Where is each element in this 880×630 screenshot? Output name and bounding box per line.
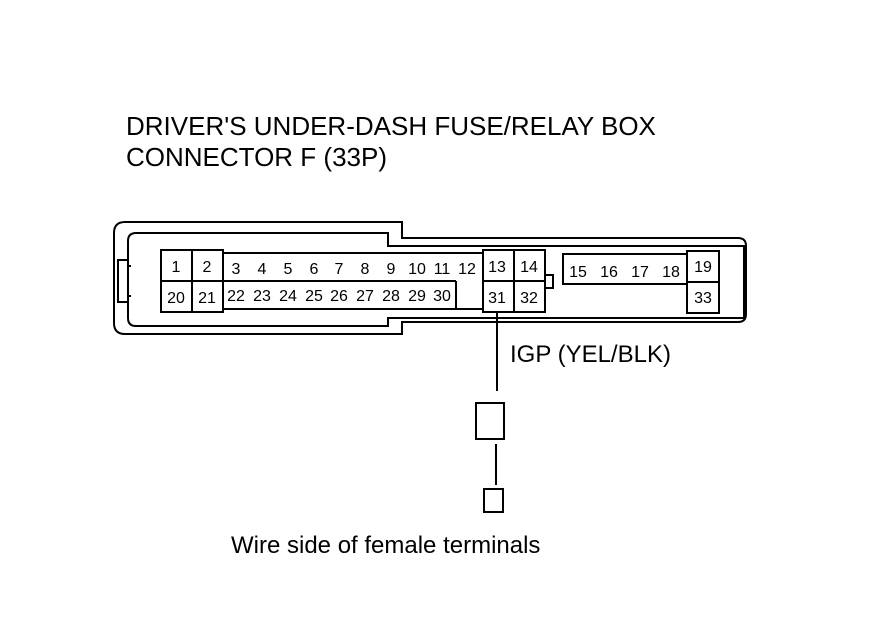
pin-11: 11 <box>434 261 451 278</box>
pin-24: 24 <box>279 288 297 305</box>
pin-19: 19 <box>694 259 712 276</box>
pin-22: 22 <box>227 288 245 305</box>
pin-30: 30 <box>433 288 451 305</box>
pin-13: 13 <box>488 259 506 276</box>
connector-housing <box>113 221 747 335</box>
pin-7: 7 <box>335 261 344 278</box>
probe-connector-lower <box>483 488 504 513</box>
igp-wire <box>475 312 505 513</box>
pin-23: 23 <box>253 288 271 305</box>
connector-latch <box>117 259 131 303</box>
pin-9: 9 <box>387 261 396 278</box>
pin-12: 12 <box>458 261 476 278</box>
title-line-1: DRIVER'S UNDER-DASH FUSE/RELAY BOX <box>126 111 656 141</box>
terminal-cavities <box>160 249 720 314</box>
pin-32: 32 <box>520 290 538 307</box>
pin-28: 28 <box>382 288 400 305</box>
probe-connector-upper <box>475 402 505 440</box>
pin-15: 15 <box>569 264 587 281</box>
pin-5: 5 <box>284 261 293 278</box>
pin-20: 20 <box>167 290 185 307</box>
pin-4: 4 <box>258 261 267 278</box>
pin-31: 31 <box>488 290 506 307</box>
pin-2: 2 <box>203 259 212 276</box>
pin-14: 14 <box>520 259 538 276</box>
pin-1: 1 <box>172 259 181 276</box>
title-line-2: CONNECTOR F (33P) <box>126 142 387 172</box>
pin-3: 3 <box>232 261 241 278</box>
footer-caption: Wire side of female terminals <box>231 532 540 559</box>
pin-6: 6 <box>310 261 319 278</box>
pin-8: 8 <box>361 261 370 278</box>
pin-26: 26 <box>330 288 348 305</box>
pin-17: 17 <box>631 264 649 281</box>
pin-18: 18 <box>662 264 680 281</box>
pin-25: 25 <box>305 288 323 305</box>
pin-27: 27 <box>356 288 374 305</box>
pin-21: 21 <box>198 290 216 307</box>
pin-33: 33 <box>694 290 712 307</box>
signal-label: IGP (YEL/BLK) <box>510 341 671 368</box>
pin-16: 16 <box>600 264 618 281</box>
pin-numbers-bottom-row: 20 21 22 23 24 25 26 27 28 29 30 31 32 3… <box>167 288 712 307</box>
pin-29: 29 <box>408 288 426 305</box>
pin-10: 10 <box>408 261 426 278</box>
pin-numbers-top-row: 1 2 3 4 5 6 7 8 9 10 11 12 13 14 15 16 1… <box>172 259 712 281</box>
